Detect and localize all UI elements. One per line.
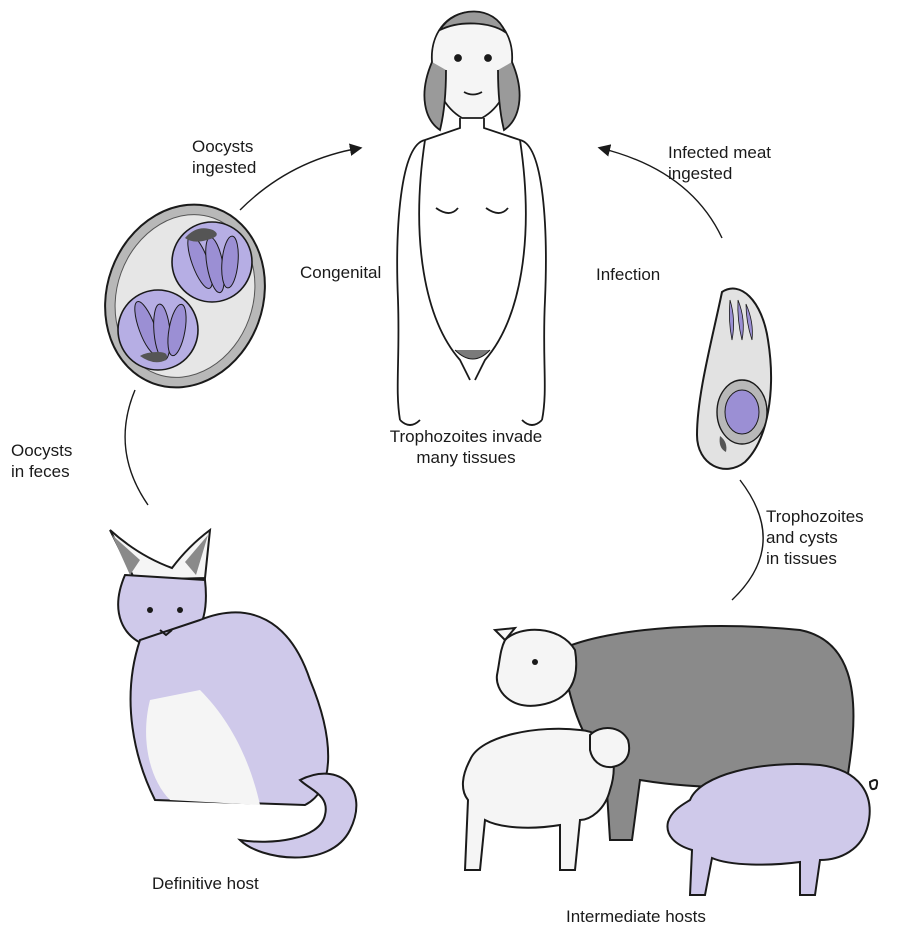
tachyzoite-illustration: [697, 289, 771, 469]
line-cat-to-oocyst: [125, 390, 148, 505]
label-oocysts-ingested: Oocysts ingested: [192, 136, 256, 178]
sheep-illustration: [463, 728, 629, 870]
label-oocysts-in-feces: Oocysts in feces: [11, 440, 72, 482]
line-livestock-to-tachyzoite: [732, 480, 763, 600]
label-trophozoites-invade: Trophozoites invade many tissues: [370, 426, 562, 468]
label-trophozoites-and-cysts: Trophozoites and cysts in tissues: [766, 506, 864, 569]
cat-illustration: [110, 530, 356, 858]
human-figure-illustration: [397, 11, 546, 425]
arrow-oocysts-to-human: [240, 148, 360, 210]
label-congenital: Congenital: [300, 262, 381, 283]
label-infected-meat-ingested: Infected meat ingested: [668, 142, 771, 184]
oocyst-illustration: [80, 182, 290, 410]
label-intermediate-hosts: Intermediate hosts: [566, 906, 706, 927]
label-definitive-host: Definitive host: [152, 873, 259, 894]
label-infection: Infection: [596, 264, 660, 285]
